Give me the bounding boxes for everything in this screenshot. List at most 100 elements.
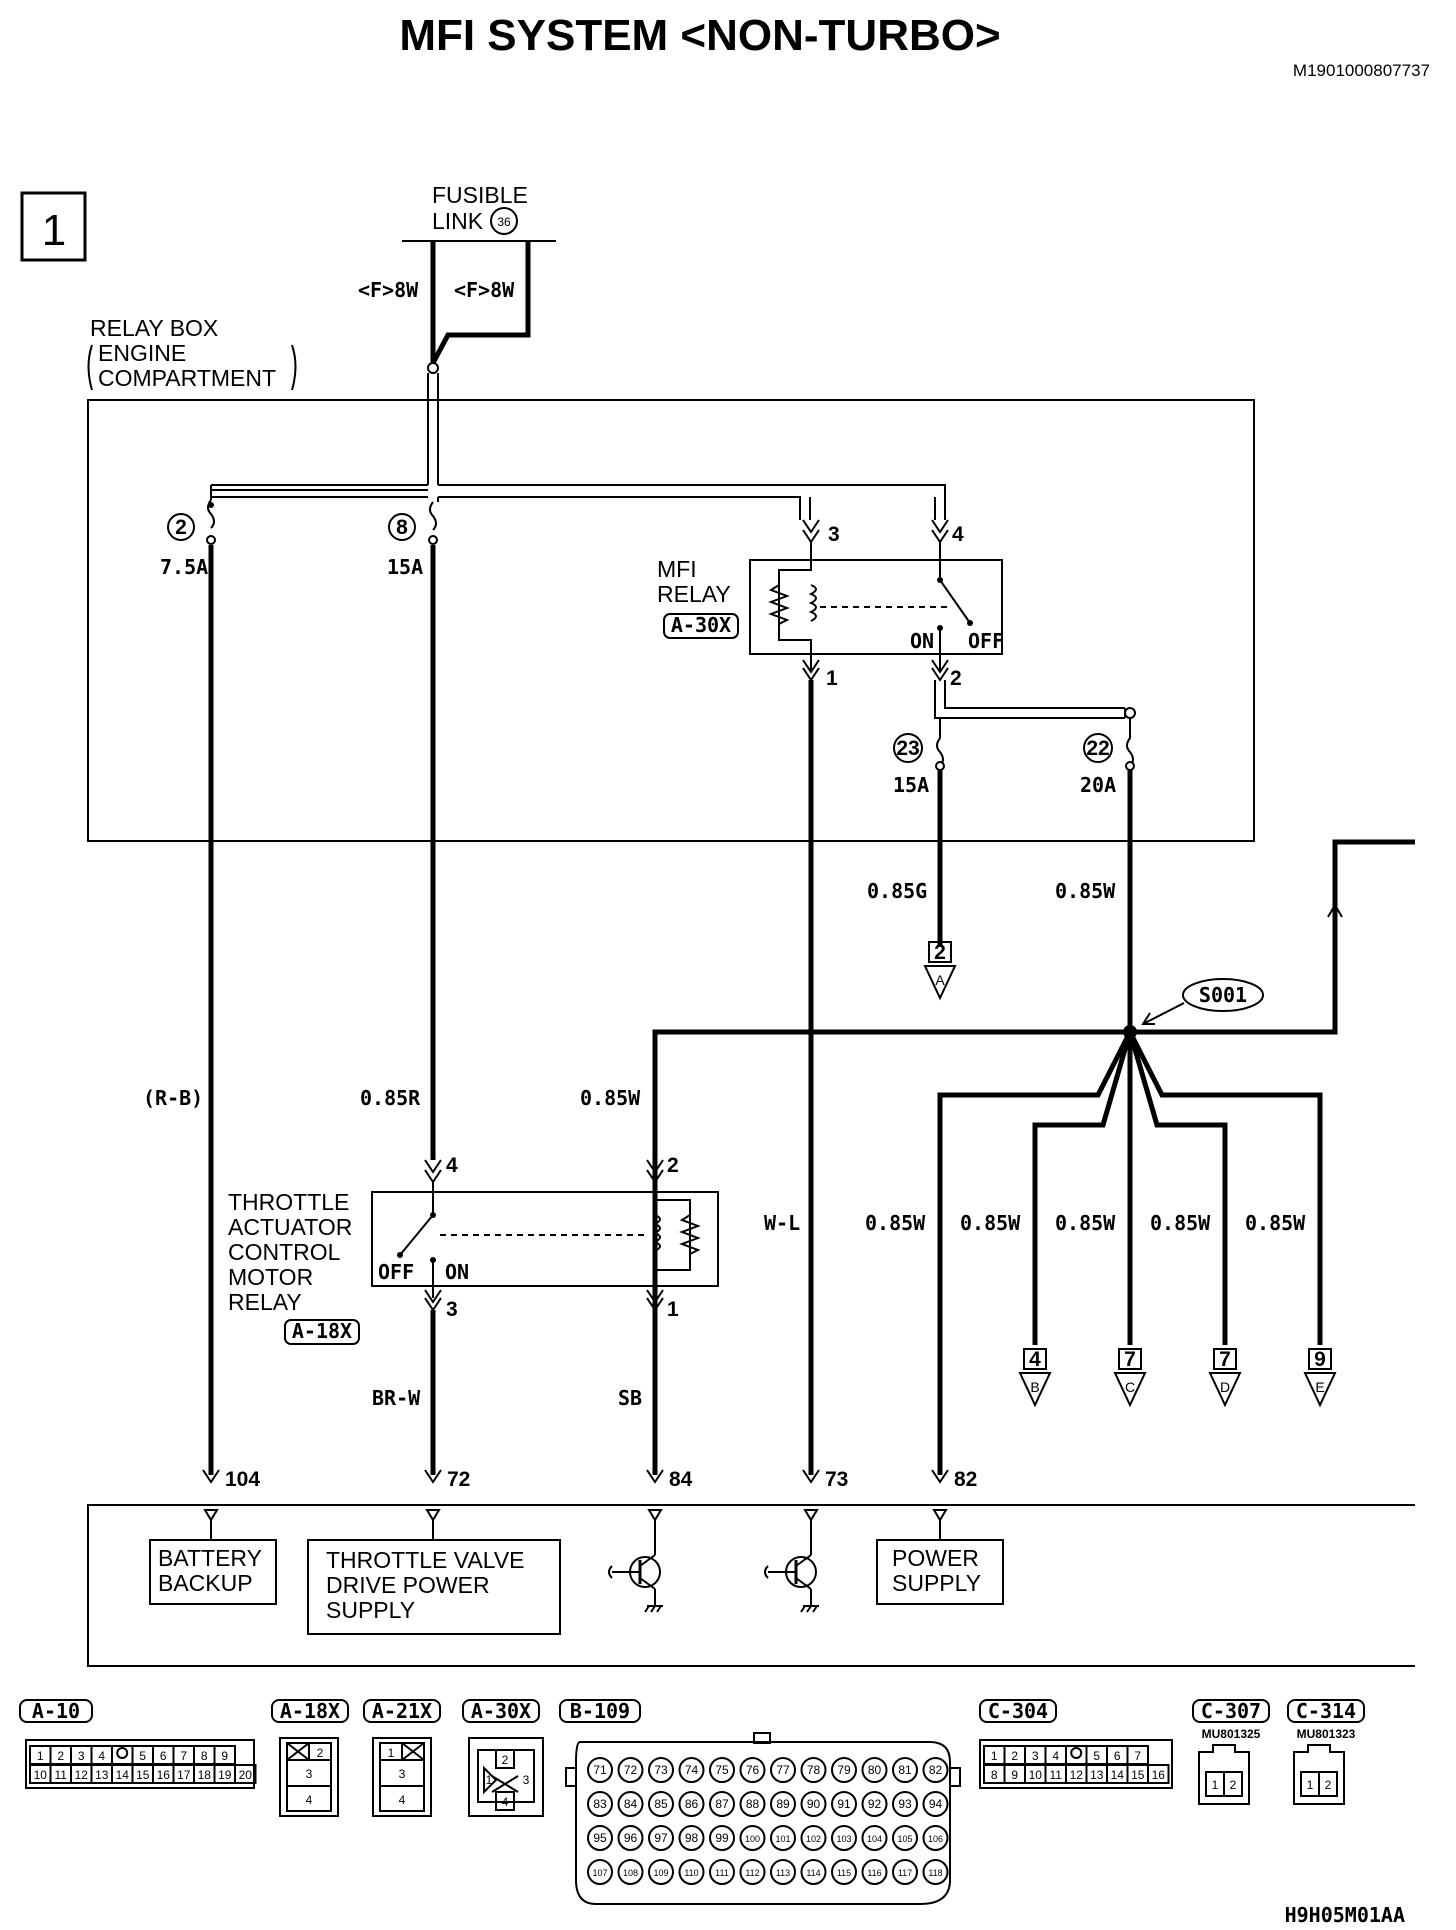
fusible-link-label: FUSIBLE (432, 182, 528, 208)
connector-a21x-pin3: 3 (399, 1767, 406, 1781)
connector-b109-pin: 94 (929, 1797, 943, 1811)
connector-b109-pin: 88 (746, 1797, 760, 1811)
throttle-relay-pin-4: 4 (446, 1154, 458, 1177)
fuse-22-circle (1083, 733, 1113, 763)
wire-label-085w-3: 0.85W (1055, 1211, 1116, 1235)
mfi-output-joint (1124, 707, 1136, 719)
connector-b109-pin-circle (587, 1825, 613, 1851)
connector-c304-pin: 11 (1050, 1768, 1063, 1782)
connector-b109-pin-circle (678, 1757, 705, 1783)
throttle-relay-pin-2: 2 (667, 1154, 679, 1177)
connector-b109-pin-circle (709, 1791, 735, 1817)
fuse-8-circle (388, 513, 416, 541)
connector-a10-pin: 7 (180, 1749, 187, 1763)
throttle-relay-label-3: CONTROL (228, 1239, 341, 1265)
connector-a30x-outer (468, 1737, 544, 1817)
connector-b109-pin: 77 (776, 1763, 790, 1777)
ecu-transistor-84 (608, 1520, 663, 1613)
off-page-connector-e-num: 9 (1314, 1348, 1326, 1371)
connector-b109-pin: 75 (715, 1763, 729, 1777)
throttle-relay-box (371, 1191, 719, 1287)
feed-joint (427, 362, 439, 374)
relay-box-paren-right (291, 344, 297, 391)
connector-b109-pin: 109 (653, 1868, 668, 1878)
connector-code-c307-box (1192, 1699, 1270, 1723)
connector-c304-pin: 15 (1131, 1768, 1145, 1782)
connector-b109-pin-circle (678, 1825, 705, 1851)
connector-a10-pin: 11 (55, 1768, 68, 1782)
off-page-connector-a-letter: A (935, 972, 945, 988)
fuse-23-element (936, 718, 944, 767)
off-page-connector-d: 7 D (1208, 1348, 1242, 1408)
wire-label-085w-relay: 0.85W (580, 1086, 641, 1110)
connector-c304-pin: 3 (1032, 1749, 1039, 1763)
transistor-73-collector (795, 1554, 812, 1567)
connector-b109-pin: 85 (654, 1797, 668, 1811)
splice-s001-pointer (1141, 1002, 1185, 1025)
connector-b109-pin-circle (861, 1791, 888, 1817)
transistor-73-base-hook (764, 1565, 769, 1579)
connector-a10-pin: 10 (34, 1768, 48, 1782)
connector-code-a10-box (19, 1699, 93, 1723)
connector-c307-part-number: MU801325 (1202, 1727, 1261, 1741)
transistor-84-emitter (639, 1577, 656, 1590)
ecu-throttle-supply-label-2: DRIVE POWER (326, 1572, 490, 1598)
off-page-connector-a-arrow (923, 965, 957, 1001)
connector-b109-pin-circle (739, 1825, 766, 1851)
mfi-relay-switch-blade (939, 579, 971, 624)
connector-b109-pin-circle (678, 1859, 705, 1885)
feed-wire-right (430, 241, 531, 365)
ecu-power-supply-box (876, 1539, 1004, 1605)
connector-b109-latch-left (565, 1767, 577, 1787)
connector-c314-pin1: 1 (1307, 1778, 1314, 1792)
connector-a10-pin: 12 (75, 1768, 89, 1782)
connector-b109-pin: 84 (624, 1797, 638, 1811)
connector-b109-pin: 112 (745, 1868, 759, 1878)
connector-b109-pin: 117 (898, 1868, 912, 1878)
connector-b109-latch-right (949, 1767, 961, 1787)
mfi-relay-pin-2: 2 (950, 667, 962, 690)
fuse-8-rating: 15A (387, 555, 423, 579)
connector-b109-pin: 96 (624, 1831, 638, 1845)
off-page-connector-d-num: 7 (1219, 1348, 1231, 1371)
off-page-connector-b-letter: B (1030, 1379, 1039, 1395)
connector-b109-pin: 105 (897, 1834, 912, 1844)
connector-c304-pin: 14 (1111, 1768, 1125, 1782)
connector-b109-pin-circle (648, 1859, 674, 1885)
page-title: MFI SYSTEM <NON-TURBO> (399, 11, 1000, 60)
mfi-relay-on: ON (910, 629, 934, 653)
throttle-relay-off-contact (397, 1252, 403, 1258)
connector-a30x-blank-x (491, 1775, 519, 1793)
page-box (20, 191, 87, 262)
connector-a21x-pin4: 4 (399, 1793, 406, 1807)
fuse-2-circle (167, 513, 195, 541)
wire-label-w-l: W-L (764, 1211, 800, 1235)
splice-s001-label-box (1182, 978, 1264, 1012)
connector-c304-outline (979, 1739, 1173, 1789)
relay-box-label: RELAY BOX (90, 315, 218, 341)
connector-b109-pin-circle (800, 1757, 827, 1783)
connector-b109-pin: 92 (868, 1797, 882, 1811)
connector-b109-pin-circle (617, 1757, 644, 1783)
ecu-marker-104 (203, 1509, 219, 1522)
connector-c304-blank-marker (1070, 1747, 1083, 1759)
connector-b109-pin: 103 (836, 1834, 851, 1844)
connector-a10-pin: 15 (136, 1768, 150, 1782)
connector-a30x-cell4 (495, 1791, 515, 1811)
connector-a10-cell (234, 1764, 257, 1784)
mfi-relay-box (749, 559, 1003, 655)
connector-code-c304: C-304 (988, 1699, 1048, 1723)
connector-a21x-pin1: 1 (388, 1746, 395, 1760)
connector-code-a10: A-10 (32, 1699, 80, 1723)
connector-b109-pin: 101 (775, 1834, 790, 1844)
off-page-connector-c-num: 7 (1124, 1348, 1136, 1371)
connector-b109-outline (575, 1741, 951, 1905)
connector-a30x-cell1 (483, 1765, 498, 1795)
connector-b109-pin-circle (892, 1825, 918, 1851)
fuse-23-number: 23 (896, 737, 919, 760)
connector-c304-pin: 12 (1070, 1768, 1084, 1782)
branch-082 (937, 1030, 1133, 1475)
connector-c304-pin: 9 (1011, 1768, 1018, 1782)
ecu-pin-104: 104 (225, 1468, 260, 1491)
connector-b109-pin: 82 (929, 1763, 943, 1777)
